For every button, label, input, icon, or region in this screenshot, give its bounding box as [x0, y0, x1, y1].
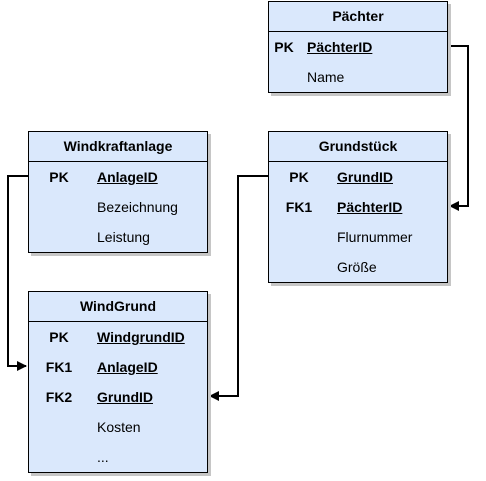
table-row: FK1 AnlageID: [29, 352, 207, 382]
key-label: PK: [274, 39, 294, 55]
field-name: AnlageID: [97, 169, 158, 185]
table-row: Bezeichnung: [29, 192, 207, 222]
field-name: Name: [307, 69, 345, 85]
table-grundstuck[interactable]: Grundstück PK GrundID FK1 PächterID Flur…: [268, 131, 448, 283]
field-name: PächterID: [307, 39, 373, 55]
table-row: Größe: [269, 252, 447, 282]
field-name: Flurnummer: [337, 229, 413, 245]
key-label: FK1: [45, 359, 73, 375]
table-row: PK AnlageID: [29, 162, 207, 192]
table-row: Flurnummer: [269, 222, 447, 252]
table-row: Leistung: [29, 222, 207, 252]
connector-windkraftanlage-to-windgrund: [7, 175, 28, 371]
table-windgrund[interactable]: WindGrund PK WindgrundID FK1 AnlageID FK…: [28, 291, 208, 473]
field-name: AnlageID: [97, 359, 158, 375]
table-title: Pächter: [269, 2, 447, 32]
key-label: PK: [49, 169, 69, 185]
key-label: FK1: [285, 199, 313, 215]
connector-pachter-to-grundstuck: [448, 45, 469, 211]
table-row: Kosten: [29, 412, 207, 442]
table-row: PK WindgrundID: [29, 322, 207, 352]
field-name: Leistung: [97, 229, 150, 245]
table-row: Name: [269, 62, 447, 92]
field-name: Kosten: [97, 419, 141, 435]
field-name: Bezeichnung: [97, 199, 178, 215]
table-row: ...: [29, 442, 207, 472]
table-title: Windkraftanlage: [29, 132, 207, 162]
table-row: FK1 PächterID: [269, 192, 447, 222]
field-name: ...: [97, 449, 109, 465]
connector-grundstuck-to-windgrund: [209, 175, 268, 401]
field-name: Größe: [337, 259, 377, 275]
field-name: GrundID: [97, 389, 153, 405]
field-name: WindgrundID: [97, 329, 185, 345]
table-pachter[interactable]: Pächter PK PächterID Name: [268, 1, 448, 93]
table-row: FK2 GrundID: [29, 382, 207, 412]
key-label: FK2: [45, 389, 73, 405]
key-label: PK: [289, 169, 309, 185]
key-label: PK: [49, 329, 69, 345]
table-title: WindGrund: [29, 292, 207, 322]
table-title: Grundstück: [269, 132, 447, 162]
table-row: PK PächterID: [269, 32, 447, 62]
table-row: PK GrundID: [269, 162, 447, 192]
field-name: PächterID: [337, 199, 403, 215]
table-windkraftanlage[interactable]: Windkraftanlage PK AnlageID Bezeichnung …: [28, 131, 208, 253]
field-name: GrundID: [337, 169, 393, 185]
